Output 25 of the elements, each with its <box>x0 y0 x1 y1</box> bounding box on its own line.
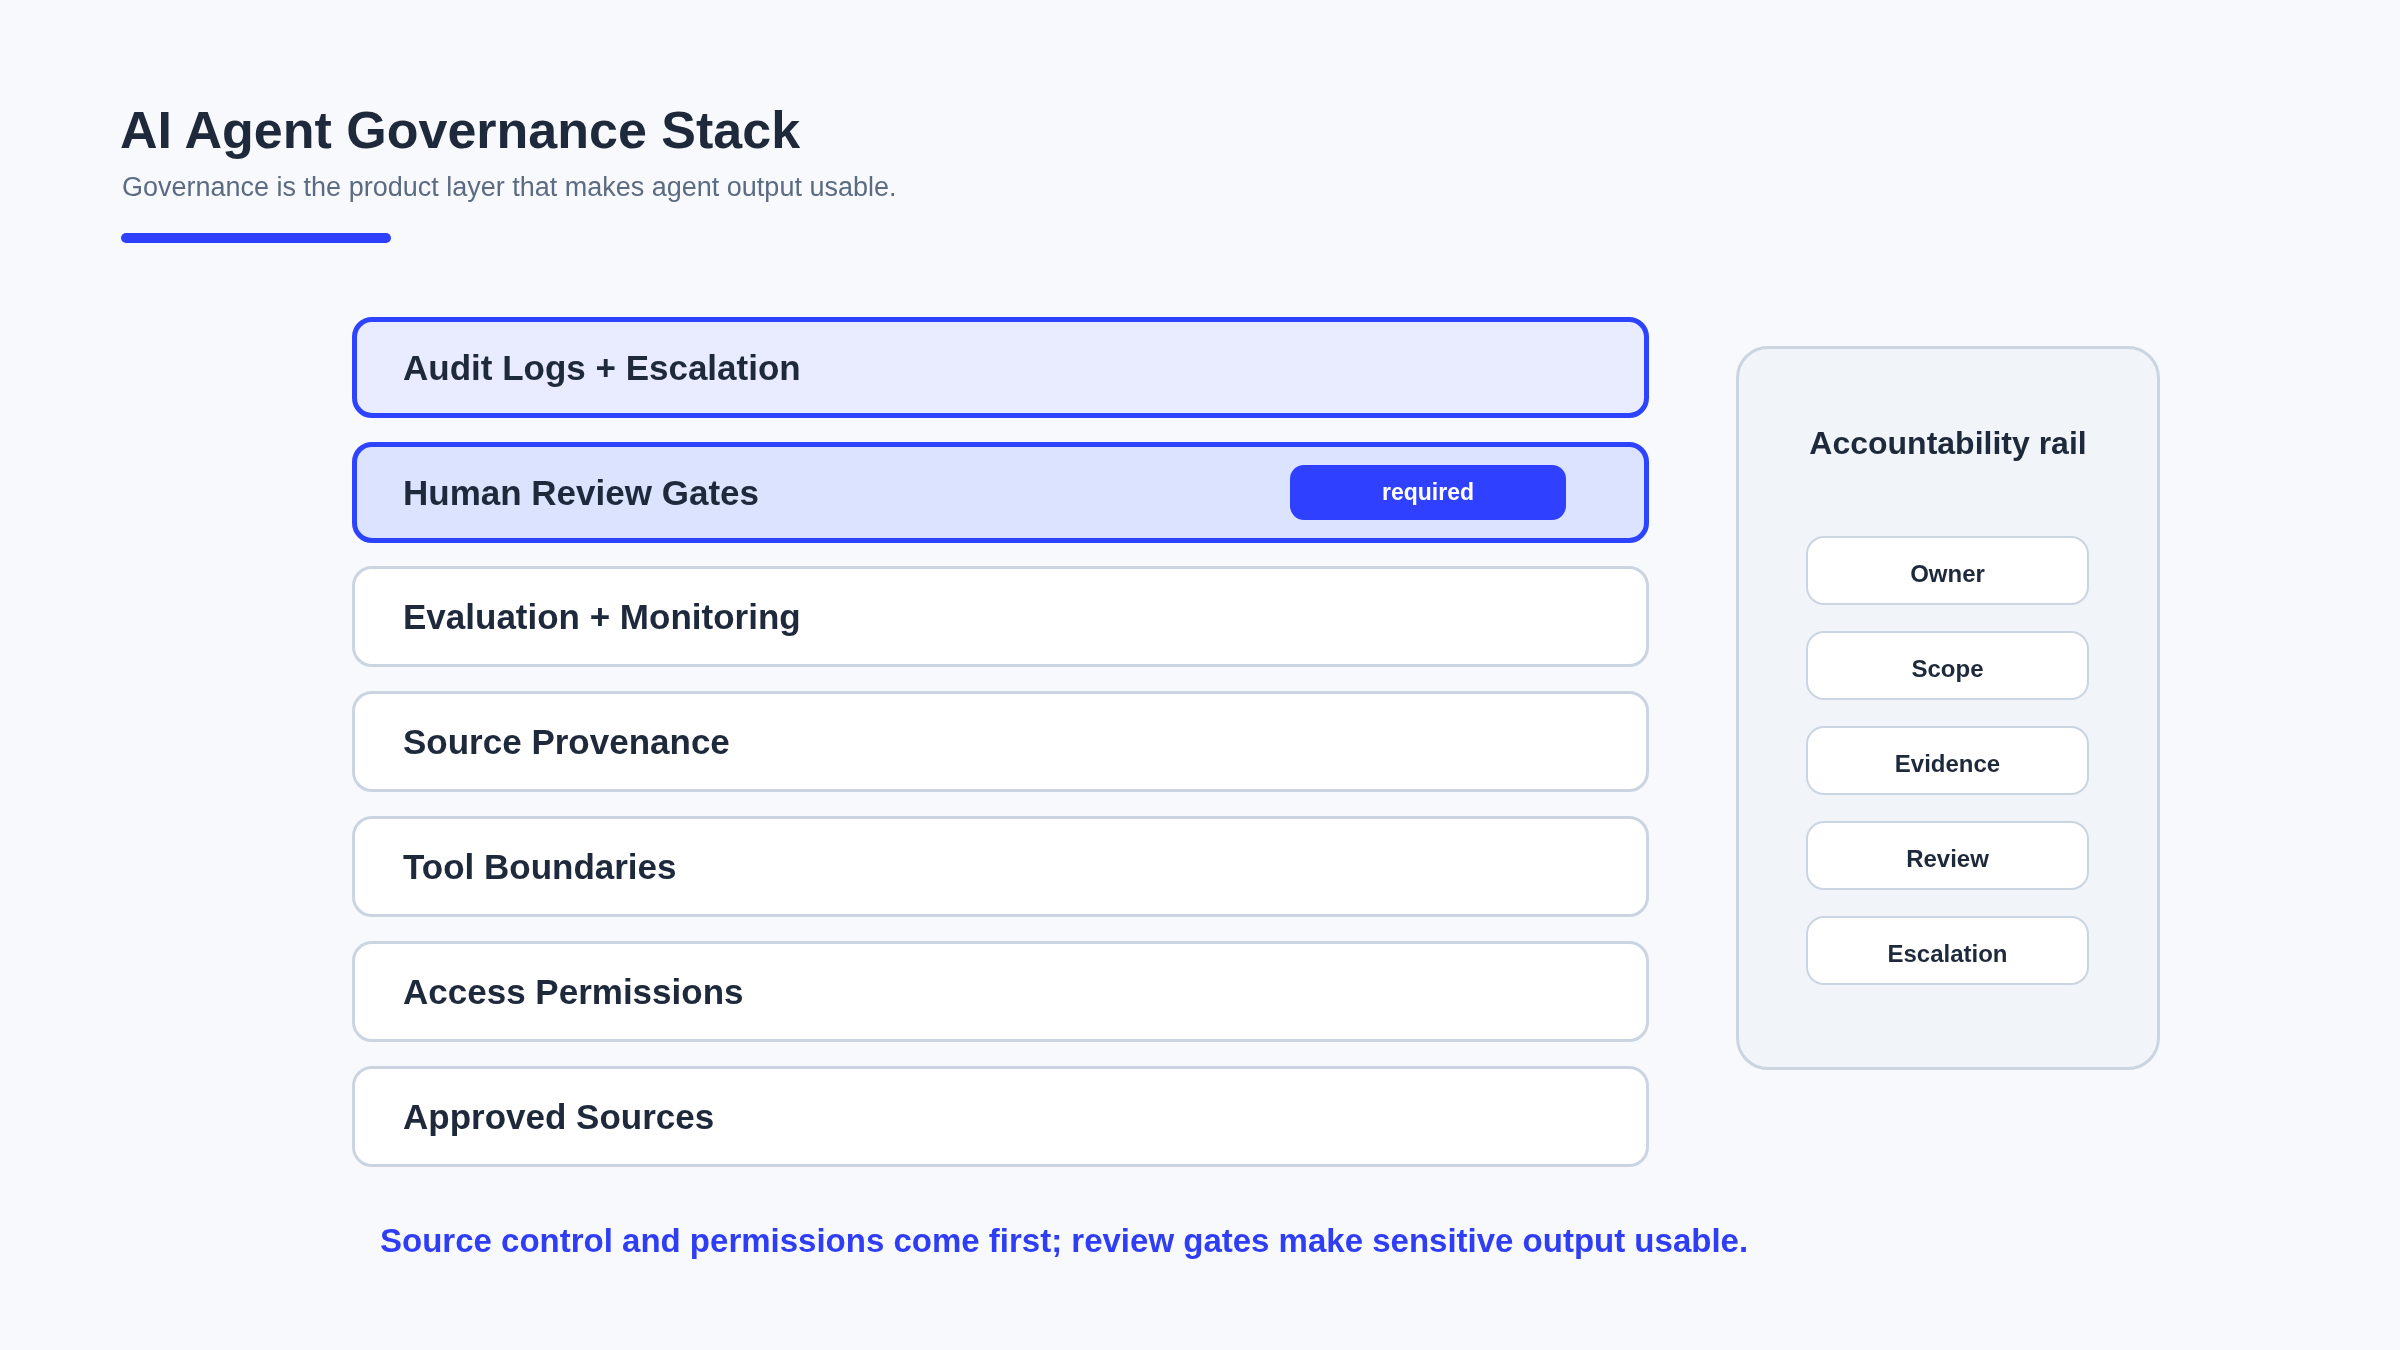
layer-box <box>352 941 1649 1042</box>
caption-text: Source control and permissions come first; review gates make sensitive output usable. <box>380 1221 1749 1261</box>
rail-item: Evidence <box>1806 726 2089 795</box>
rail-item: Escalation <box>1806 916 2089 985</box>
layer-label: Tool Boundaries <box>403 846 677 887</box>
layer-label: Approved Sources <box>403 1096 715 1137</box>
rail-panel <box>1736 346 2160 1070</box>
status-badge: required <box>1290 465 1566 520</box>
title: AI Agent Governance Stack <box>120 100 801 160</box>
layer-box <box>352 691 1649 792</box>
layer-box <box>352 442 1649 543</box>
layer-box <box>352 816 1649 917</box>
layer-label: Human Review Gates <box>403 472 759 513</box>
layer-box <box>352 1066 1649 1167</box>
layer-label: Evaluation + Monitoring <box>403 596 801 637</box>
layer-box <box>352 566 1649 667</box>
rail-item: Owner <box>1806 536 2089 605</box>
rail-title: Accountability rail <box>1808 425 2088 462</box>
layer-box <box>352 317 1649 418</box>
subtitle: Governance is the product layer that makes agent output usable. <box>122 171 897 204</box>
rail-item: Review <box>1806 821 2089 890</box>
layer-label: Audit Logs + Escalation <box>403 347 801 388</box>
layer-label: Access Permissions <box>403 971 744 1012</box>
rail-item: Scope <box>1806 631 2089 700</box>
layer-label: Source Provenance <box>403 721 730 762</box>
